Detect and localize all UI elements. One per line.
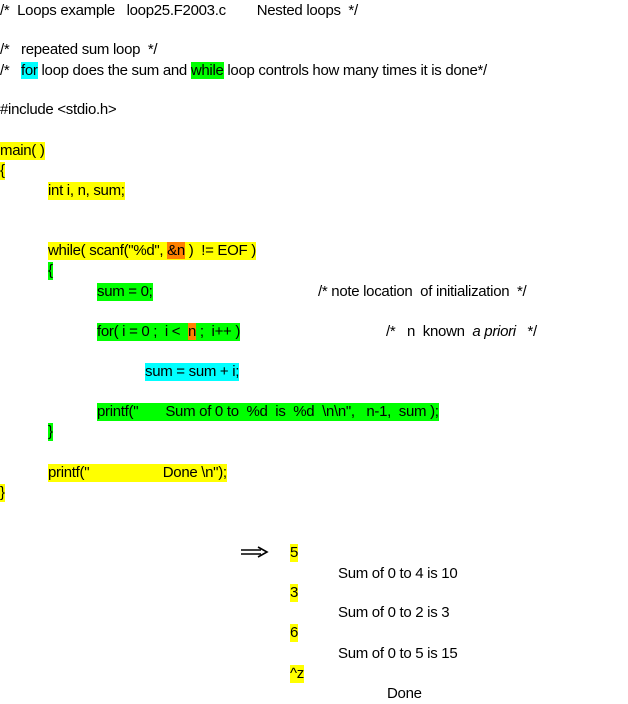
- while-keyword-highlight: while: [190, 62, 224, 79]
- while-statement: while( scanf("%d", &n ) != EOF ): [48, 242, 256, 260]
- main-signature: main( ): [0, 142, 45, 160]
- repeated-sum-comment: /* repeated sum loop */: [0, 41, 158, 58]
- while-prefix: while( scanf("%d",: [48, 242, 168, 259]
- result-line-3: Sum of 0 to 5 is 15: [338, 645, 458, 662]
- apriori-comment: /* n known a priori */: [386, 323, 537, 341]
- input-value-1: 5: [290, 544, 299, 562]
- include-directive: #include <stdio.h>: [0, 101, 117, 118]
- result-line-1: Sum of 0 to 4 is 10: [338, 565, 458, 582]
- printf-sum-statement: printf(" Sum of 0 to %d is %d \n\n", n-1…: [97, 403, 439, 421]
- result-line-2: Sum of 0 to 2 is 3: [338, 604, 450, 621]
- sum-initialization: sum = 0;: [97, 283, 153, 301]
- main-close-brace: }: [0, 484, 5, 502]
- sum-update: sum = sum + i;: [145, 363, 240, 381]
- comment-suffix: loop controls how many times it is done*…: [223, 62, 487, 79]
- apriori-comment-suffix: */: [515, 323, 537, 340]
- done-output: Done: [387, 685, 422, 702]
- input-eof: ^z: [290, 665, 304, 683]
- input-value-2: 3: [290, 584, 299, 602]
- for-statement: for( i = 0 ; i < n ; i++ ): [97, 323, 240, 341]
- double-right-arrow-icon: [241, 546, 269, 558]
- main-open-brace: {: [0, 162, 5, 180]
- comment-middle: loop does the sum and: [37, 62, 191, 79]
- n-highlight: n: [188, 323, 197, 340]
- input-value-3: 6: [290, 624, 299, 642]
- apriori-italic: a priori: [472, 323, 516, 340]
- while-suffix: ) != EOF ): [184, 242, 256, 259]
- printf-done-statement: printf(" Done \n");: [48, 464, 227, 482]
- while-open-brace: {: [48, 262, 53, 280]
- while-close-brace: }: [48, 423, 53, 441]
- for-keyword-highlight: for: [21, 62, 38, 79]
- address-of-n-highlight: &n: [167, 242, 185, 259]
- comment-prefix: /*: [0, 62, 22, 79]
- title-comment: /* Loops example loop25.F2003.c Nested l…: [0, 2, 358, 19]
- for-prefix: for( i = 0 ; i <: [97, 323, 189, 340]
- loop-explanation-comment: /* for loop does the sum and while loop …: [0, 62, 487, 80]
- for-suffix: ; i++ ): [196, 323, 241, 340]
- variable-declaration: int i, n, sum;: [48, 182, 125, 200]
- initialization-comment: /* note location of initialization */: [318, 283, 527, 300]
- apriori-comment-prefix: /* n known: [386, 323, 473, 340]
